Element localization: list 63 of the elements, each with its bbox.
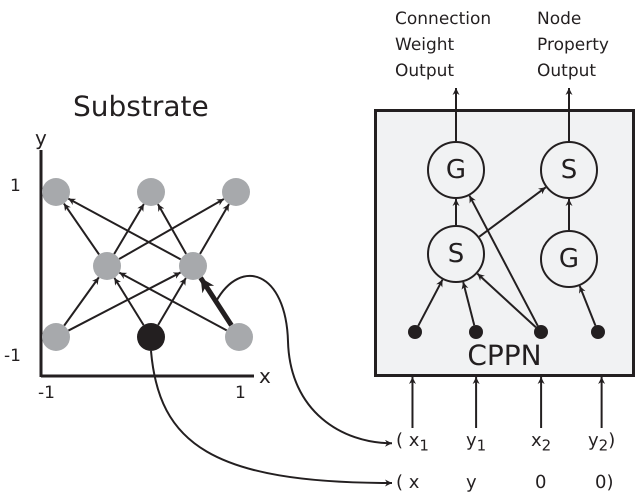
arrow — [63, 276, 100, 326]
coordinate-text: 0 — [535, 472, 546, 494]
coordinate-text: ( x$_{1}$ — [396, 430, 429, 457]
arrow — [452, 88, 460, 141]
arrow — [199, 204, 230, 254]
tick-label: -1 — [38, 383, 55, 403]
arrow — [452, 199, 460, 225]
arrow — [476, 272, 537, 328]
tick-label: 1 — [10, 176, 21, 196]
arrow — [417, 279, 444, 326]
arrow — [118, 272, 228, 332]
arrow — [198, 276, 234, 327]
arrow — [68, 272, 182, 332]
coordinate-text: y$_{1}$ — [466, 430, 486, 457]
arrow — [462, 282, 476, 326]
neuron-node — [225, 323, 253, 351]
coordinate-text: y$_{2}$) — [588, 430, 616, 457]
neuron-node — [42, 323, 70, 351]
input-node — [591, 325, 605, 339]
output-label: Node Property Output — [537, 6, 637, 84]
arrow — [68, 198, 182, 260]
arrow — [538, 377, 545, 428]
arrow — [118, 198, 224, 260]
arrow — [408, 377, 416, 428]
arrow — [157, 204, 187, 254]
function-node: G — [427, 141, 485, 199]
panel-title: Substrate — [73, 90, 209, 123]
coordinate-text: y — [466, 472, 477, 494]
axis-label: y — [35, 126, 47, 150]
function-node: S — [427, 225, 485, 283]
input-node — [534, 325, 548, 339]
arrow — [578, 286, 596, 326]
curved-arrow — [215, 275, 392, 446]
arrow — [478, 186, 546, 238]
box-label: CPPN — [467, 340, 542, 372]
input-node — [408, 325, 422, 339]
coordinate-text: ( x — [396, 472, 420, 494]
neuron-node — [137, 178, 165, 206]
function-node: G — [540, 230, 598, 288]
output-label: Connection Weight Output — [395, 6, 513, 84]
input-node — [469, 325, 483, 339]
tick-label: -1 — [4, 346, 21, 366]
neuron-node — [137, 323, 165, 351]
arrow — [598, 377, 606, 428]
arrow — [114, 277, 144, 326]
arrow — [63, 202, 100, 256]
neuron-node — [179, 252, 207, 280]
network-box — [374, 109, 635, 377]
axis-label: x — [259, 364, 271, 388]
arrow — [468, 195, 539, 326]
function-node: S — [540, 141, 598, 199]
neuron-node — [222, 178, 250, 206]
arrow — [113, 204, 145, 254]
curved-arrow — [150, 350, 392, 486]
tick-label: 1 — [235, 383, 246, 403]
neuron-node — [42, 178, 70, 206]
coordinate-text: 0) — [595, 472, 614, 494]
arrow — [472, 377, 480, 428]
arrow — [157, 278, 187, 326]
arrow — [566, 88, 572, 141]
neuron-node — [93, 252, 121, 280]
coordinate-text: x$_{2}$ — [531, 430, 552, 457]
arrow — [566, 199, 572, 230]
